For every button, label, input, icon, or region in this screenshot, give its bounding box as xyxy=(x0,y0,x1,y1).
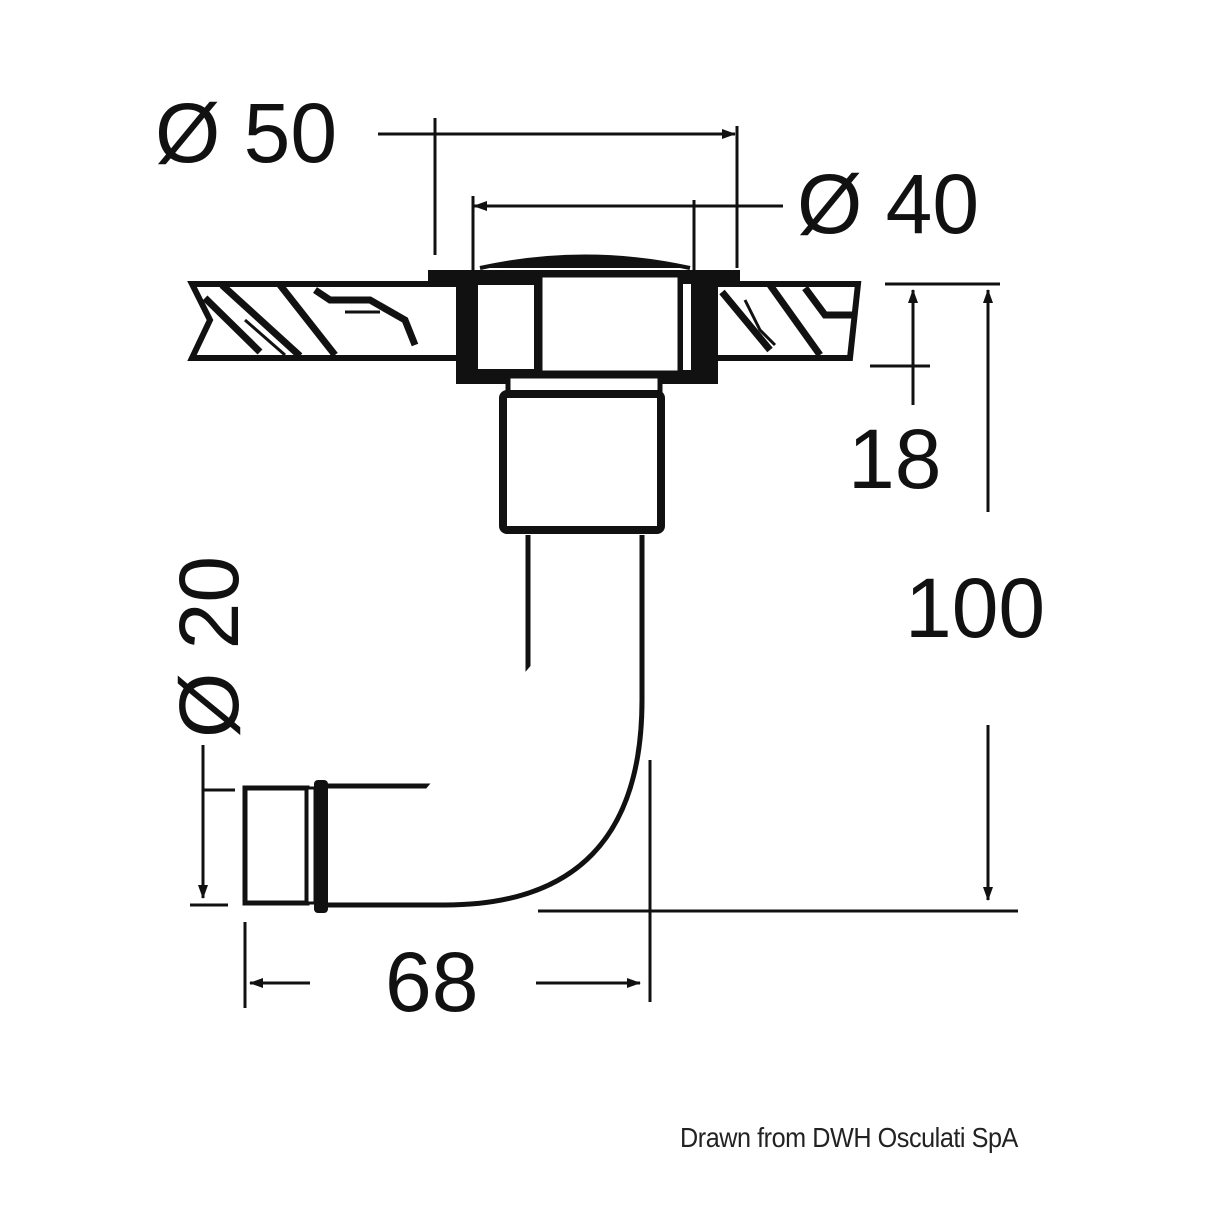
dim-inner-diameter: Ø 40 xyxy=(471,157,979,270)
elbow-pipe xyxy=(242,535,645,913)
total-height-label: 100 xyxy=(905,561,1045,655)
dim-hose-diameter: Ø 20 xyxy=(162,556,256,907)
panel-thickness-label: 18 xyxy=(848,412,941,506)
panel-section-right xyxy=(707,281,862,361)
dim-panel-thickness: 18 xyxy=(848,282,1000,506)
panel-section-left xyxy=(187,281,465,361)
horizontal-reach-label: 68 xyxy=(385,935,478,1029)
dim-outer-diameter: Ø 50 xyxy=(155,86,739,268)
thru-hull-body xyxy=(428,254,740,534)
outer-diameter-label: Ø 50 xyxy=(155,86,337,180)
drawing-credit: Drawn from DWH Osculati SpA xyxy=(680,1122,1018,1153)
dim-horizontal-reach: 68 xyxy=(243,760,652,1029)
dim-total-height: 100 xyxy=(538,289,1045,913)
hose-diameter-label: Ø 20 xyxy=(162,556,256,738)
inner-diameter-label: Ø 40 xyxy=(797,157,979,251)
